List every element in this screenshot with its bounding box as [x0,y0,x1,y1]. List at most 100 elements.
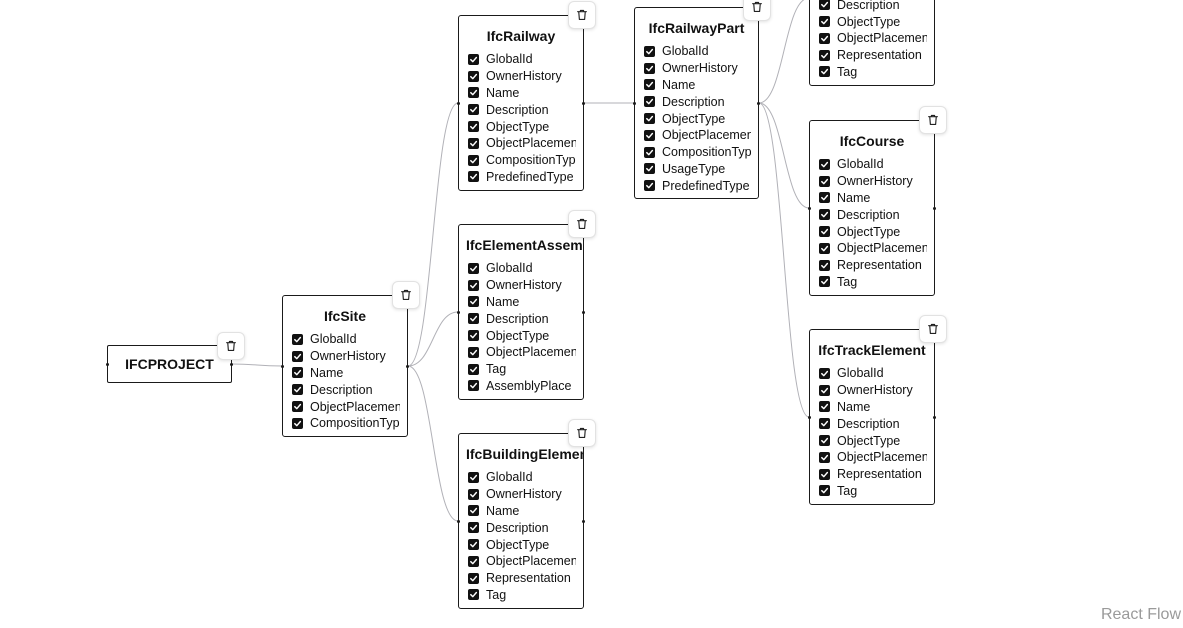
edge-ifcsite-ifcrailway[interactable] [407,102,459,367]
target-handle[interactable] [633,102,636,105]
checkbox-checked-icon[interactable] [819,66,830,78]
checkbox-checked-icon[interactable] [468,279,479,291]
target-handle[interactable] [281,365,284,368]
checkbox-checked-icon[interactable] [468,471,479,483]
checkbox-checked-icon[interactable] [819,367,830,379]
checkbox-checked-icon[interactable] [644,180,655,192]
checkbox-checked-icon[interactable] [819,175,830,187]
source-handle[interactable] [582,311,585,314]
target-handle[interactable] [457,102,460,105]
checkbox-checked-icon[interactable] [819,259,830,271]
checkbox-checked-icon[interactable] [819,209,830,221]
checkbox-checked-icon[interactable] [468,296,479,308]
checkbox-checked-icon[interactable] [644,79,655,91]
node-ifcpartial[interactable]: GlobalIdOwnerHistoryNameDescriptionObjec… [809,0,935,86]
checkbox-checked-icon[interactable] [644,163,655,175]
checkbox-checked-icon[interactable] [468,53,479,65]
checkbox-checked-icon[interactable] [644,62,655,74]
node-ifcproject[interactable]: IFCPROJECT [106,345,233,383]
edge-ifcproject-ifcsite[interactable] [231,363,283,367]
node-ifcbuildingelementproxy[interactable]: IfcBuildingElementProxyGlobalIdOwnerHist… [457,433,585,609]
checkbox-checked-icon[interactable] [819,468,830,480]
checkbox-checked-icon[interactable] [819,242,830,254]
checkbox-checked-icon[interactable] [292,384,303,396]
checkbox-checked-icon[interactable] [819,384,830,396]
source-handle[interactable] [757,102,760,105]
checkbox-checked-icon[interactable] [468,262,479,274]
source-handle[interactable] [582,102,585,105]
checkbox-checked-icon[interactable] [468,363,479,375]
checkbox-checked-icon[interactable] [468,346,479,358]
target-handle[interactable] [808,416,811,419]
checkbox-checked-icon[interactable] [819,451,830,463]
delete-node-button[interactable] [568,1,596,29]
checkbox-checked-icon[interactable] [292,417,303,429]
delete-node-button[interactable] [568,419,596,447]
checkbox-checked-icon[interactable] [468,522,479,534]
checkbox-checked-icon[interactable] [644,129,655,141]
checkbox-checked-icon[interactable] [819,226,830,238]
checkbox-checked-icon[interactable] [819,0,830,11]
checkbox-checked-icon[interactable] [468,330,479,342]
delete-node-button[interactable] [392,281,420,309]
delete-node-button[interactable] [217,332,245,360]
checkbox-checked-icon[interactable] [819,49,830,61]
react-flow-attribution[interactable]: React Flow [1100,606,1181,623]
checkbox-checked-icon[interactable] [819,16,830,28]
edge-ifcrailwaypart-ifccourse[interactable] [758,102,810,209]
edge-ifcrailwaypart-ifctrackelement[interactable] [758,102,810,418]
checkbox-checked-icon[interactable] [819,435,830,447]
delete-node-button[interactable] [919,106,947,134]
edge-ifcsite-ifcelementassembly[interactable] [407,311,459,367]
delete-node-button[interactable] [919,315,947,343]
checkbox-checked-icon[interactable] [468,154,479,166]
source-handle[interactable] [933,416,936,419]
checkbox-checked-icon[interactable] [468,313,479,325]
source-handle[interactable] [933,207,936,210]
source-handle[interactable] [582,520,585,523]
checkbox-checked-icon[interactable] [468,121,479,133]
edge-ifcsite-ifcbuildingelementproxy[interactable] [407,365,459,522]
checkbox-checked-icon[interactable] [468,572,479,584]
checkbox-checked-icon[interactable] [292,350,303,362]
checkbox-checked-icon[interactable] [819,418,830,430]
checkbox-checked-icon[interactable] [644,113,655,125]
checkbox-checked-icon[interactable] [468,505,479,517]
target-handle[interactable] [457,520,460,523]
delete-node-button[interactable] [743,0,771,21]
checkbox-checked-icon[interactable] [468,87,479,99]
checkbox-checked-icon[interactable] [819,158,830,170]
source-handle[interactable] [406,365,409,368]
target-handle[interactable] [457,311,460,314]
checkbox-checked-icon[interactable] [468,589,479,601]
checkbox-checked-icon[interactable] [468,555,479,567]
checkbox-checked-icon[interactable] [819,485,830,497]
checkbox-checked-icon[interactable] [468,488,479,500]
checkbox-checked-icon[interactable] [468,104,479,116]
target-handle[interactable] [106,363,109,366]
checkbox-checked-icon[interactable] [468,171,479,183]
checkbox-checked-icon[interactable] [819,276,830,288]
source-handle[interactable] [230,363,233,366]
checkbox-checked-icon[interactable] [819,32,830,44]
checkbox-checked-icon[interactable] [468,70,479,82]
node-ifcelementassembly[interactable]: IfcElementAssemblyGlobalIdOwnerHistoryNa… [457,224,585,400]
checkbox-checked-icon[interactable] [292,333,303,345]
checkbox-checked-icon[interactable] [819,401,830,413]
checkbox-checked-icon[interactable] [292,367,303,379]
checkbox-checked-icon[interactable] [644,45,655,57]
checkbox-checked-icon[interactable] [644,146,655,158]
checkbox-checked-icon[interactable] [644,96,655,108]
checkbox-checked-icon[interactable] [819,192,830,204]
checkbox-checked-icon[interactable] [468,539,479,551]
checkbox-checked-icon[interactable] [292,401,303,413]
delete-node-button[interactable] [568,210,596,238]
checkbox-checked-icon[interactable] [468,137,479,149]
target-handle[interactable] [808,207,811,210]
checkbox-checked-icon[interactable] [468,380,479,392]
